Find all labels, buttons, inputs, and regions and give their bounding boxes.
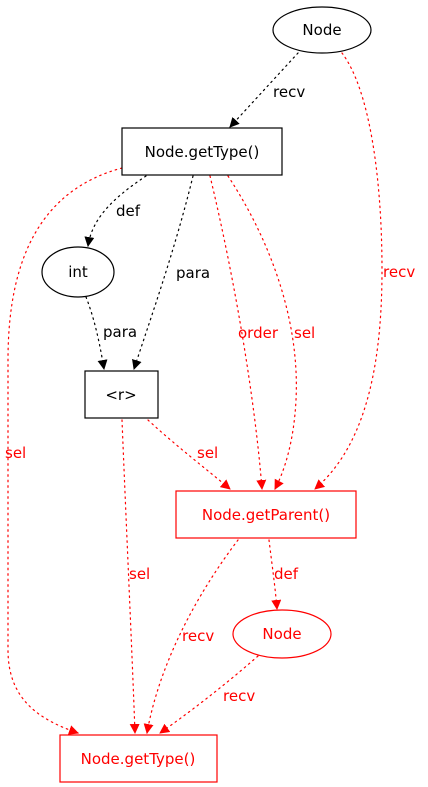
edge-label-recv3: recv [182,627,214,645]
edge-def-gettype-to-int [84,175,147,247]
edge-recv-node-to-getparent [314,52,383,490]
edge-recv-node-to-gettype-bottom [159,655,259,734]
edge-recv-node-to-gettype [229,52,299,128]
node-int[interactable]: int [41,246,115,298]
node-node-top-label: Node [302,21,341,39]
edge-label-recv4: recv [223,687,255,705]
edge-label-para1: para [176,264,210,282]
node-getparent-label: Node.getParent() [202,506,330,524]
edge-label-sel3: sel [5,444,26,462]
edge-label-recv2: recv [383,263,415,281]
node-node-top[interactable]: Node [272,6,372,54]
node-node-red[interactable]: Node [232,609,332,659]
node-r-label: <r> [105,386,136,404]
edge-label-para2: para [103,323,137,341]
edge-label-sel2: sel [197,444,218,462]
node-gettype-bottom-label: Node.getType() [81,750,196,768]
node-int-label: int [68,263,88,281]
node-gettype-top-label: Node.getType() [145,143,260,161]
node-node-red-label: Node [262,625,301,643]
edge-label-recv1: recv [273,83,305,101]
edge-sel-gettype-to-gettype-bottom [7,167,123,735]
edge-para-int-to-r [85,296,108,370]
edges [7,52,383,735]
edge-label-order: order [238,324,279,342]
edge-def-getparent-to-node [268,539,282,610]
nodes: Node Node.getType() int <r> Node.getPare… [41,6,372,783]
edge-sel-r-to-getparent [147,419,231,490]
edge-label-sel1: sel [294,324,315,342]
node-gettype-bottom[interactable]: Node.getType() [59,734,218,783]
edge-recv-getparent-to-gettype-bottom [143,539,239,734]
edge-label-sel4: sel [129,565,150,583]
node-r[interactable]: <r> [84,370,159,419]
edge-labels: recv def para para recv order sel sel se… [5,83,415,705]
edge-label-def2: def [274,565,299,583]
edge-order-gettype-to-getparent [209,175,267,490]
node-getparent[interactable]: Node.getParent() [175,490,357,539]
node-gettype-top[interactable]: Node.getType() [121,127,283,176]
edge-para-gettype-to-r [132,175,194,370]
edge-label-def1: def [116,202,141,220]
edge-sel-r-to-gettype-bottom [121,419,140,734]
